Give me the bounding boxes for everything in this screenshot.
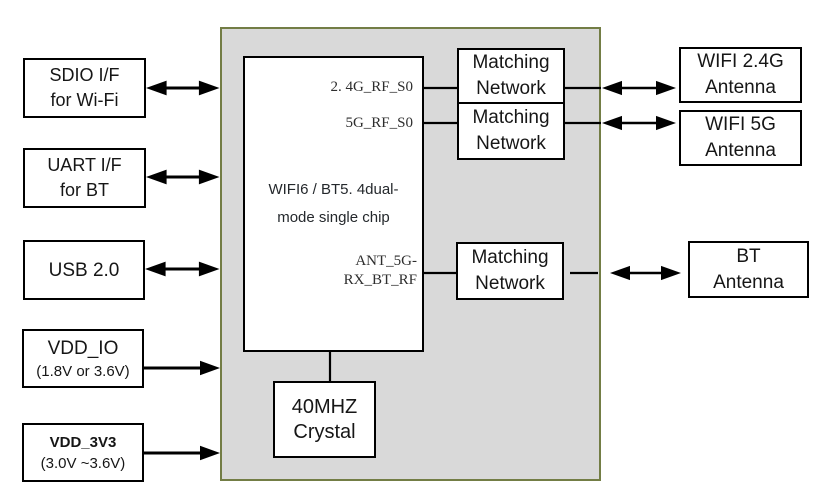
chip-port-24g-rf: 2. 4G_RF_S0 (330, 79, 413, 95)
block-label: Antenna (705, 77, 776, 98)
block-sublabel: (3.0V ~3.6V) (40, 454, 126, 472)
block-label: WIFI 5G (705, 114, 776, 135)
arrow-usb-module (145, 261, 220, 277)
chip-port-5g-rf: 5G_RF_S0 (345, 115, 413, 131)
block-matching-network-bt: Matching Network (456, 242, 564, 300)
block-label: 40MHZ (291, 395, 358, 418)
arrow-mnbt-antenna (610, 265, 681, 281)
block-label: Matching (471, 247, 549, 268)
block-label: Matching (472, 107, 550, 128)
block-antenna-wifi-24g: WIFI 2.4G Antenna (679, 47, 802, 103)
block-label: Antenna (705, 140, 776, 161)
block-vdd-io: VDD_IO (1.8V or 3.6V) (22, 329, 144, 388)
chip-port-label: ANT_5G- (355, 253, 417, 269)
block-label: USB 2.0 (48, 259, 120, 281)
block-label: Network (476, 133, 546, 154)
block-label: Network (475, 273, 545, 294)
arrow-vddio-module (144, 360, 220, 376)
chip-name: WIFI6 / BT5. 4dual- mode single chip (245, 176, 422, 232)
arrow-mn24g-antenna (602, 80, 676, 96)
block-matching-network-5g: Matching Network (457, 102, 565, 160)
chip-name-line: WIFI6 / BT5. 4dual- (268, 181, 399, 198)
block-label: UART I/F (47, 155, 122, 175)
chip-name-line: mode single chip (277, 209, 390, 226)
block-sdio-interface: SDIO I/F for Wi-Fi (23, 58, 146, 118)
block-label: WIFI 2.4G (697, 51, 784, 72)
block-antenna-wifi-5g: WIFI 5G Antenna (679, 110, 802, 166)
block-label: Crystal (293, 420, 356, 443)
arrow-sdio-module (146, 80, 220, 96)
chip-port-label: RX_BT_RF (343, 272, 417, 288)
wire-group (144, 80, 681, 461)
block-label: Network (476, 78, 546, 99)
block-matching-network-24g: Matching Network (457, 48, 565, 104)
block-label: for Wi-Fi (50, 90, 119, 110)
block-label: BT (736, 245, 761, 267)
block-uart-interface: UART I/F for BT (23, 148, 146, 208)
block-usb-interface: USB 2.0 (23, 240, 145, 300)
block-label: VDD_IO (47, 337, 119, 359)
block-sublabel: (1.8V or 3.6V) (36, 362, 130, 380)
arrow-vdd3v3-module (144, 445, 220, 461)
block-label: for BT (59, 180, 109, 200)
arrow-uart-module (146, 169, 220, 185)
block-chip: 2. 4G_RF_S0 5G_RF_S0 ANT_5G- RX_BT_RF WI… (243, 56, 424, 352)
block-label: Matching (472, 52, 550, 73)
chip-port-ant-bt: ANT_5G- RX_BT_RF (245, 252, 422, 290)
block-crystal: 40MHZ Crystal (273, 381, 376, 458)
block-label: VDD_3V3 (49, 433, 117, 451)
block-label: SDIO I/F (49, 65, 120, 85)
block-label: Antenna (713, 271, 784, 293)
block-vdd-3v3: VDD_3V3 (3.0V ~3.6V) (22, 423, 144, 482)
arrow-mn5g-antenna (602, 115, 676, 131)
block-antenna-bt: BT Antenna (688, 241, 809, 298)
